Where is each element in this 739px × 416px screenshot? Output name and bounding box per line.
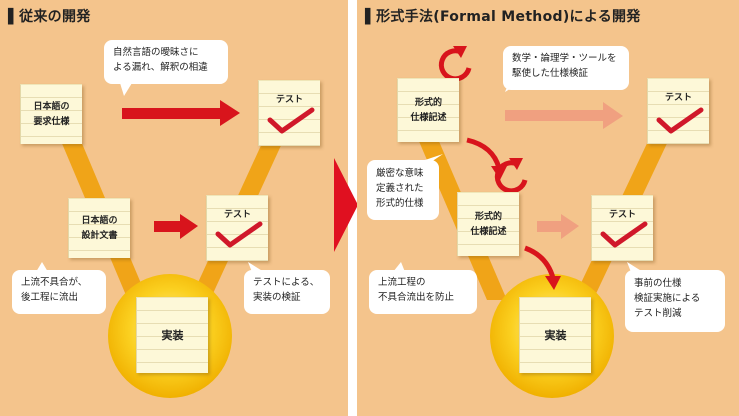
note-line: 形式的 <box>474 211 502 222</box>
note-line: 仕様記述 <box>470 226 507 237</box>
check-icon <box>215 221 263 248</box>
reduction-callout: 事前の仕様 検証実施による テスト削減 <box>625 270 725 332</box>
right-arrow-icon <box>122 100 240 126</box>
callout-line: よる漏れ、解釈の相違 <box>113 62 208 73</box>
callout-line: 事前の仕様 <box>634 278 682 289</box>
callout-line: 厳密な意味 <box>376 168 424 179</box>
note-line: 形式的 <box>414 97 442 108</box>
note-line: テスト <box>275 95 303 105</box>
implementation-note: 実装 <box>519 297 591 373</box>
design-note: 日本語の 設計文書 <box>68 198 130 258</box>
callout-line: 上流不具合が、 <box>21 277 88 288</box>
formal-method-panel: ▌形式手法(Formal Method)による開発 形式的 仕様記述 テスト 形… <box>357 0 739 416</box>
callout-line: 不具合流出を防止 <box>378 292 455 303</box>
strict-callout: 厳密な意味 定義された 形式的仕様 <box>367 160 439 220</box>
callout-line: 駆使した仕様検証 <box>512 68 589 79</box>
conventional-panel: ▌従来の開発 日本語の 要求仕様 テスト 日本語の 設計文書 テスト 実装 自然… <box>0 0 348 416</box>
note-line: 日本語の <box>33 101 70 112</box>
upstream-callout: 上流不具合が、 後工程に流出 <box>12 270 106 314</box>
callout-line: テスト削減 <box>634 308 682 319</box>
note-line: テスト <box>664 93 692 103</box>
loop-arrow-icon <box>494 158 528 194</box>
right-arrow-icon <box>537 214 579 239</box>
callout-line: 形式的仕様 <box>376 198 424 209</box>
note-line: 要求仕様 <box>33 116 70 127</box>
note-line: テスト <box>223 210 251 220</box>
callout-line: テストによる、 <box>253 277 320 288</box>
note-line: 実装 <box>544 329 567 342</box>
note-line: 仕様記述 <box>410 112 447 123</box>
callout-line: 定義された <box>376 183 424 194</box>
callout-line: 検証実施による <box>634 293 701 304</box>
check-icon <box>656 107 704 134</box>
verification-callout: テストによる、 実装の検証 <box>244 270 330 314</box>
curved-arrow-icon <box>524 245 561 290</box>
ambiguity-callout: 自然言語の曖昧さに よる漏れ、解釈の相違 <box>104 40 228 84</box>
right-arrow-icon <box>154 214 198 239</box>
loop-arrow-icon <box>438 46 472 82</box>
requirements-note: 日本語の 要求仕様 <box>20 84 82 144</box>
right-arrow-icon <box>505 102 623 129</box>
spec-mid-note: 形式的 仕様記述 <box>457 192 519 256</box>
test-mid-note: テスト <box>206 195 268 261</box>
note-line: 設計文書 <box>81 230 118 241</box>
check-icon <box>600 221 648 248</box>
curved-arrow-icon <box>466 137 507 180</box>
callout-line: 上流工程の <box>378 277 426 288</box>
implementation-note: 実装 <box>136 297 208 373</box>
prevent-callout: 上流工程の 不具合流出を防止 <box>369 270 477 314</box>
check-icon <box>267 107 315 134</box>
callout-line: 自然言語の曖昧さに <box>113 47 199 58</box>
page-title: ▌形式手法(Formal Method)による開発 <box>365 9 641 25</box>
note-line: 日本語の <box>81 215 118 226</box>
page-title: ▌従来の開発 <box>8 9 91 25</box>
note-line: テスト <box>608 210 636 220</box>
transition-arrow-icon <box>334 158 358 252</box>
callout-line: 数学・論理学・ツールを <box>512 53 617 64</box>
spec-top-note: 形式的 仕様記述 <box>397 78 459 142</box>
callout-line: 実装の検証 <box>253 292 301 303</box>
callout-line: 後工程に流出 <box>21 292 79 303</box>
note-line: 実装 <box>161 329 184 342</box>
tools-callout: 数学・論理学・ツールを 駆使した仕様検証 <box>503 46 629 90</box>
